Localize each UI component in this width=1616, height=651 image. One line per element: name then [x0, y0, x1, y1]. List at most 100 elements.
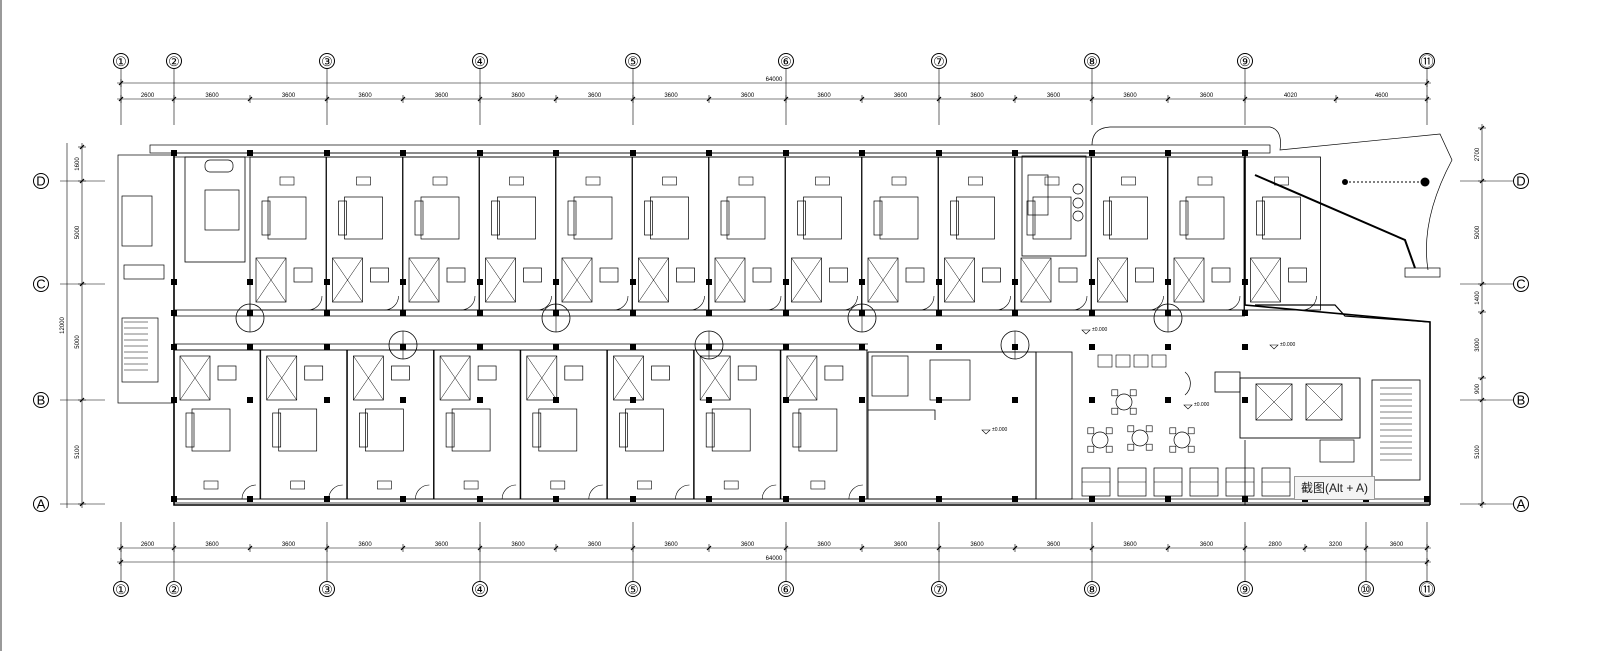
column: [400, 397, 406, 403]
vanity: [752, 267, 772, 283]
chair: [1111, 407, 1119, 415]
axis-label: D: [36, 174, 45, 189]
door-swing: [690, 295, 705, 311]
column: [859, 150, 865, 156]
bathroom: [408, 257, 440, 303]
guest-room: [1014, 156, 1092, 311]
vanity: [1211, 267, 1231, 283]
entrance-canopy: [1091, 126, 1453, 271]
axis-bubble-row: D: [1460, 173, 1529, 189]
table-top: [1131, 429, 1149, 447]
desk: [585, 176, 601, 186]
desk: [1197, 176, 1213, 186]
chair: [1087, 427, 1095, 435]
column: [1165, 150, 1171, 156]
bed: [879, 196, 919, 240]
door-swing: [1072, 295, 1088, 311]
dim-tick: [171, 96, 177, 102]
column: [324, 397, 330, 403]
bathroom: [791, 257, 822, 303]
axis-label: ①: [115, 582, 127, 597]
column: [1242, 279, 1248, 285]
room-wall: [1167, 156, 1245, 311]
pillow: [532, 412, 542, 448]
axis-bubble-row: A: [33, 496, 105, 512]
column: [1089, 279, 1095, 285]
column: [630, 279, 636, 285]
axis-label: C: [36, 277, 45, 292]
pillow: [1256, 200, 1265, 236]
screenshot-tooltip: 截图(Alt + A): [1294, 476, 1376, 500]
pillow: [797, 200, 806, 236]
dim-tick: [1302, 545, 1308, 551]
column: [1089, 397, 1095, 403]
axis-label: ⑨: [1239, 54, 1251, 69]
canopy-end: [1404, 267, 1441, 278]
desk: [432, 176, 448, 186]
shower-cross: [867, 257, 899, 303]
vanity: [1288, 267, 1307, 283]
column: [324, 150, 330, 156]
level-triangle: [1183, 404, 1193, 410]
column: [706, 310, 712, 316]
shower-cross: [332, 257, 363, 303]
dim-label: 3600: [358, 542, 372, 548]
pillow: [1026, 200, 1036, 236]
axis-circle: [778, 53, 794, 69]
chair: [1145, 443, 1153, 451]
axis-bubble-bottom: ⑦: [931, 522, 947, 597]
room-wall: [433, 349, 521, 500]
bed: [365, 408, 404, 452]
column: [247, 150, 253, 156]
desk: [203, 480, 219, 490]
column: [1089, 310, 1095, 316]
axis-circle: [1513, 496, 1529, 512]
shower-cross: [613, 355, 644, 401]
shower-cross: [485, 257, 516, 303]
level-text: ±0.000: [1092, 327, 1107, 333]
column: [859, 397, 865, 403]
desk: [1044, 176, 1060, 186]
bathroom: [561, 257, 593, 303]
door-swing: [919, 295, 935, 311]
bed: [1185, 196, 1225, 240]
level-mark: ±0.000: [981, 427, 1007, 435]
level-triangle: [1081, 329, 1091, 335]
guest-room: [785, 156, 862, 311]
desk: [723, 480, 739, 490]
armchair: [1072, 210, 1084, 222]
column: [936, 344, 942, 350]
dim-tick: [1424, 96, 1430, 102]
dim-tick: [477, 96, 483, 102]
axis-bubble-bottom: ⑤: [625, 522, 641, 597]
guest-room: [346, 349, 434, 500]
bed: [625, 408, 664, 452]
axis-bubble-row: C: [33, 276, 105, 292]
axis-circle: [319, 581, 335, 597]
elevator: [1305, 383, 1343, 421]
desk: [463, 480, 479, 490]
desk: [738, 176, 754, 186]
axis-circle: [1513, 276, 1529, 292]
axis-bubble-top: ⑪: [1419, 53, 1435, 125]
column: [783, 397, 789, 403]
chair: [1111, 389, 1119, 397]
dim-label: 3600: [664, 542, 678, 548]
dim-label: 3000: [1475, 338, 1481, 352]
table-top: [1173, 431, 1191, 449]
dim-tick: [1479, 178, 1485, 184]
room-wall: [555, 156, 633, 311]
guest-room: [326, 156, 403, 311]
dim-label: 3600: [282, 93, 296, 99]
column: [1424, 496, 1430, 502]
level-text: ±0.000: [1194, 402, 1209, 408]
column: [936, 279, 942, 285]
room-wall: [249, 156, 327, 311]
dim-label: 3600: [282, 542, 296, 548]
revolving-door: [1214, 371, 1241, 393]
column: [1242, 344, 1248, 350]
vanity: [391, 365, 410, 381]
chair: [1127, 443, 1135, 451]
axis-label: D: [1516, 174, 1525, 189]
